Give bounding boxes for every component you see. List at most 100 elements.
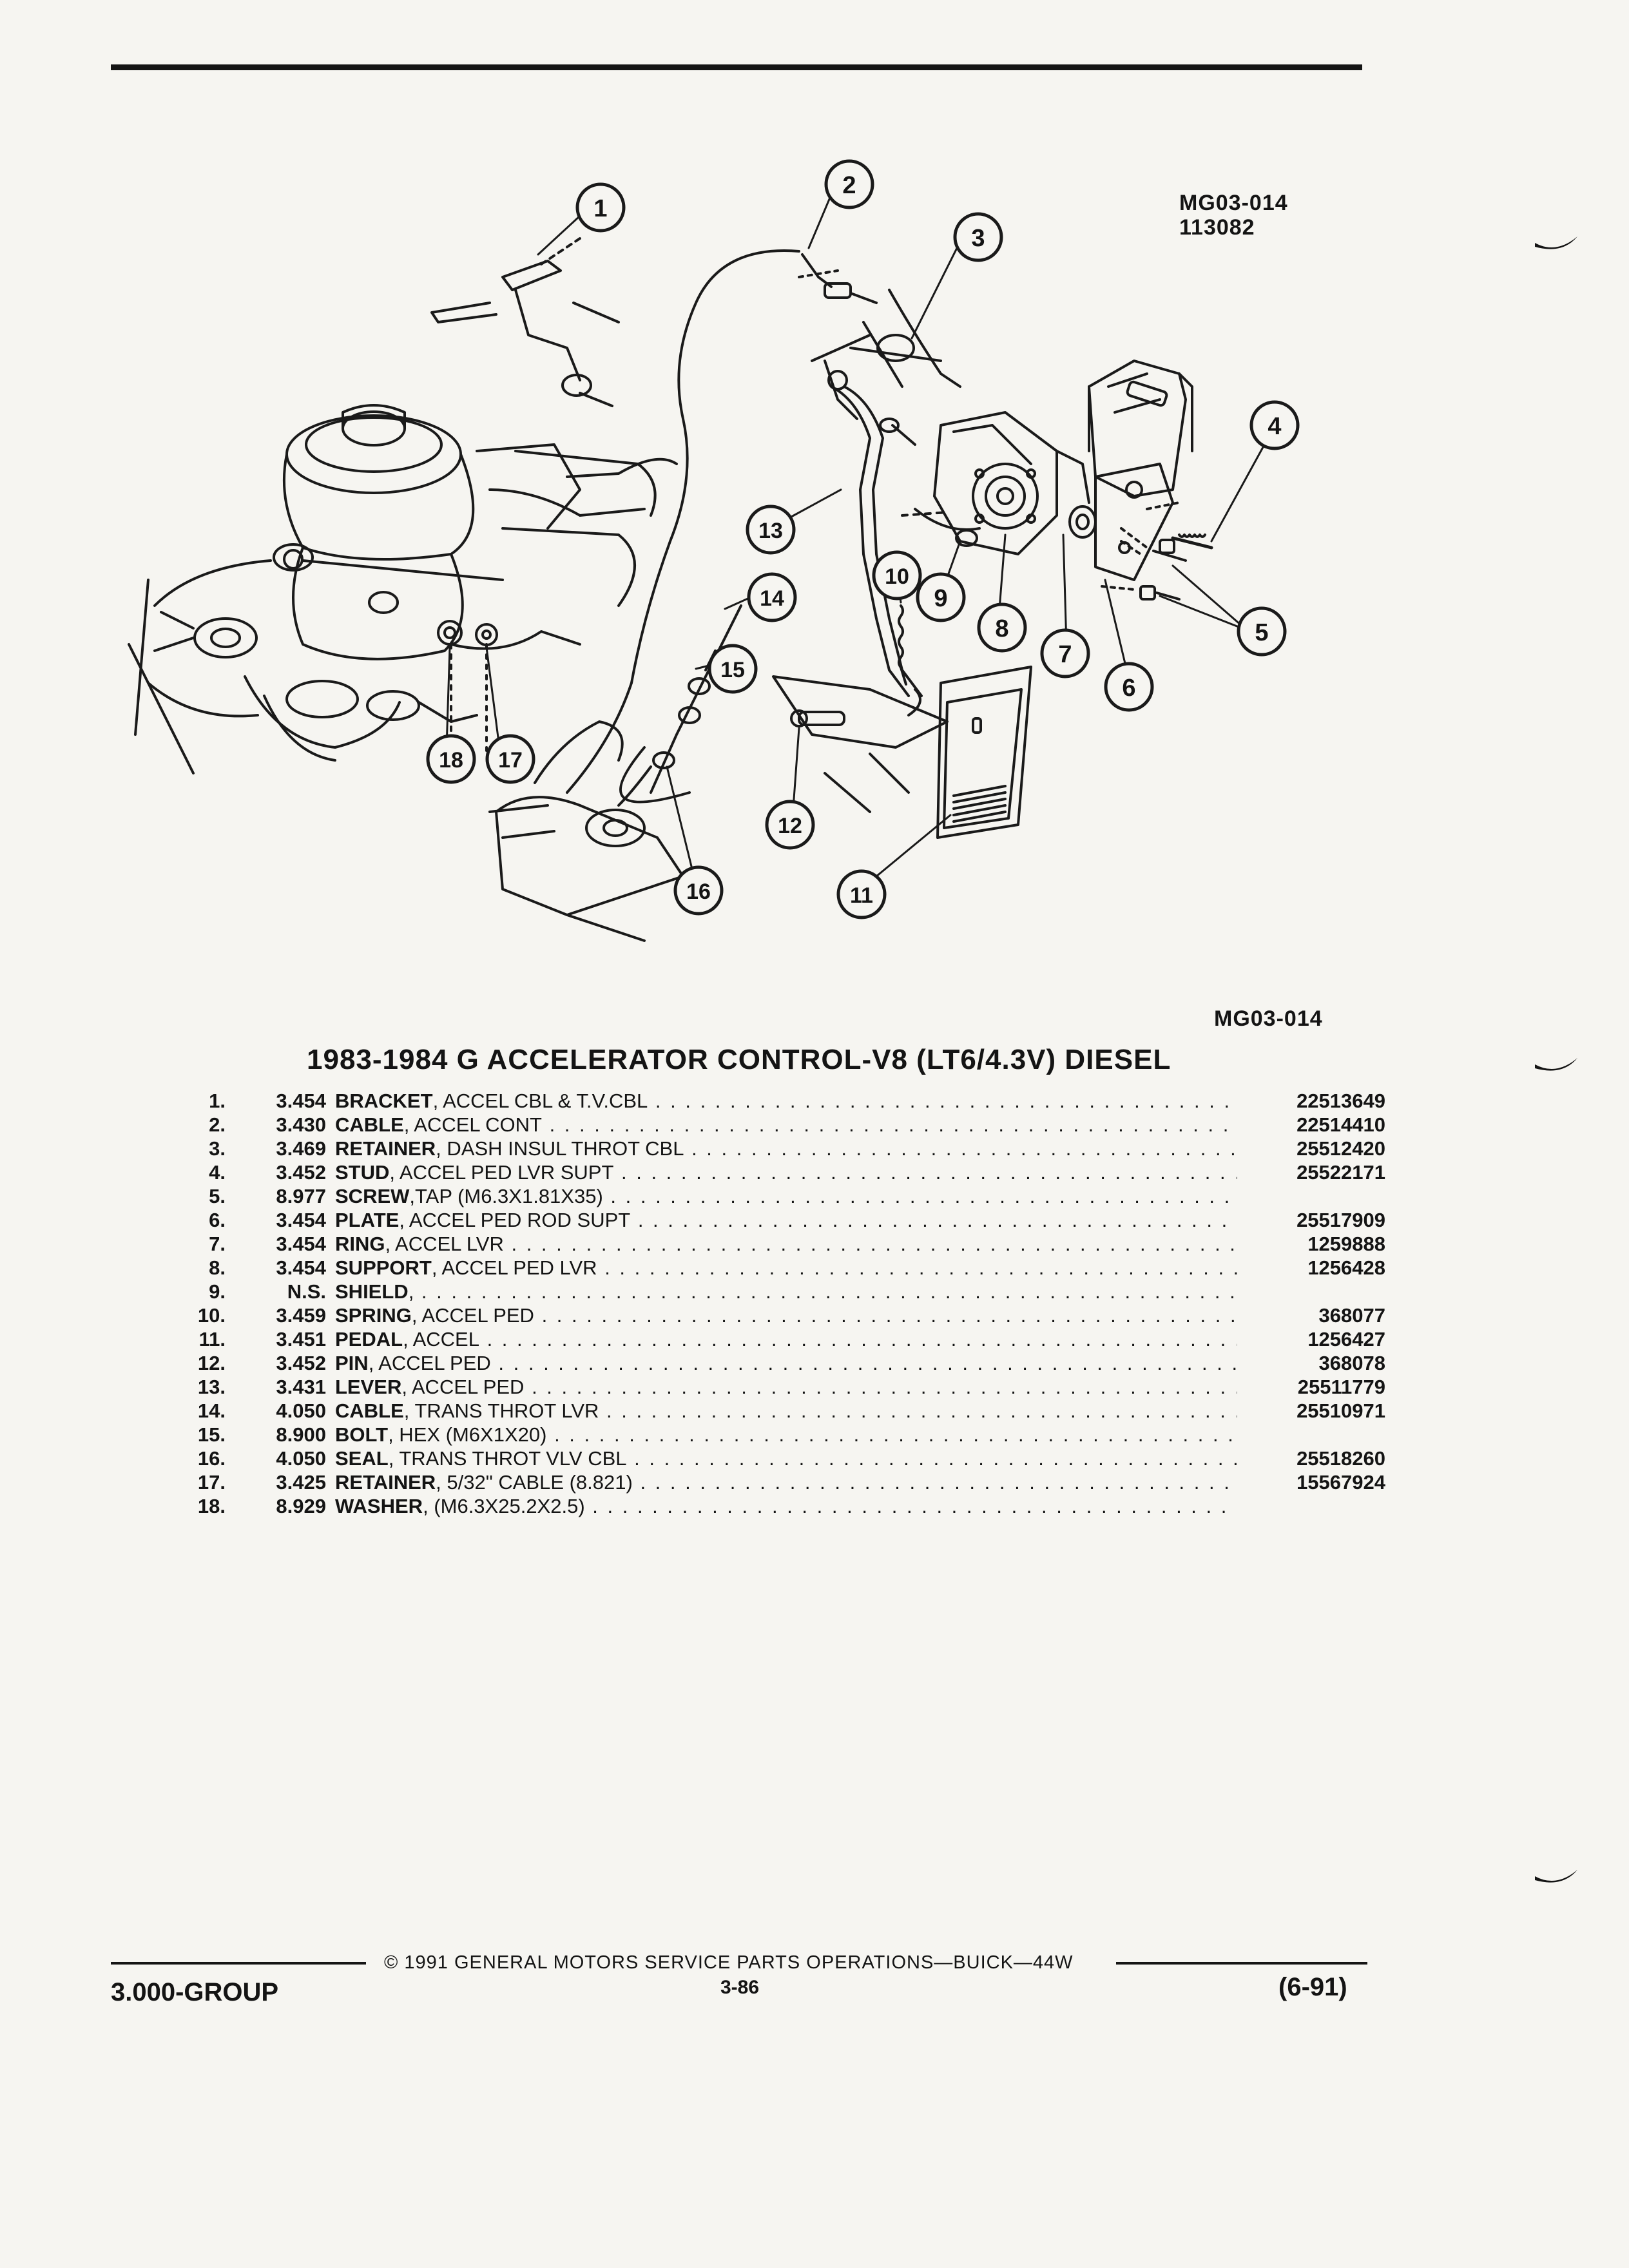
part-name: PIN: [335, 1352, 369, 1374]
callout-16: 16: [686, 879, 711, 904]
illustration-number: 113082: [1179, 215, 1255, 240]
part-number: 22514410: [1296, 1113, 1385, 1136]
part-description: SCREW,TAP (M6.3X1.81X35): [335, 1184, 1237, 1208]
part-number: 1256427: [1307, 1328, 1385, 1350]
part-index: 9.: [209, 1280, 226, 1303]
accel-pedal: [936, 666, 1032, 839]
trans-throttle-cable: [617, 604, 742, 807]
dash-retainer: [811, 289, 961, 388]
part-index: 2.: [209, 1113, 226, 1136]
part-row: 9.N.S.SHIELD,: [187, 1280, 1385, 1303]
callout-6: 6: [1122, 675, 1135, 702]
part-index: 12.: [197, 1352, 226, 1374]
margin-mark: [1535, 1058, 1577, 1071]
callout-4: 4: [1268, 413, 1281, 440]
part-group-number: 8.977: [276, 1185, 326, 1207]
callout-7: 7: [1058, 641, 1072, 668]
section-title: 1983-1984 G ACCELERATOR CONTROL-V8 (LT6/…: [307, 1044, 1171, 1075]
part-name: RETAINER: [335, 1137, 436, 1160]
part-number: 25517909: [1296, 1209, 1385, 1231]
part-row: 5. 8.977 SCREW,TAP (M6.3X1.81X35): [187, 1184, 1385, 1208]
part-index: 15.: [197, 1423, 226, 1446]
accel-cable-bracket: [430, 237, 620, 407]
part-name: SUPPORT: [335, 1256, 432, 1279]
part-index: 18.: [197, 1495, 226, 1517]
accel-lever: [824, 360, 923, 697]
callout-18: 18: [439, 748, 463, 773]
part-description: STUD, ACCEL PED LVR SUPT: [335, 1160, 1237, 1184]
throttle-linkage: [283, 549, 504, 752]
part-detail: ,: [408, 1280, 414, 1303]
screws: [1101, 527, 1213, 601]
part-number: 368078: [1318, 1352, 1385, 1374]
part-number: 25510971: [1296, 1399, 1385, 1422]
part-group-number: 3.430: [276, 1113, 326, 1136]
part-name: STUD: [335, 1161, 390, 1184]
part-name: PLATE: [335, 1209, 400, 1231]
accel-spring: [898, 604, 907, 686]
exploded-parts-diagram: 1 2 3 4 5 6 7 8 9 10 11 12 13 14 15 16 1…: [128, 159, 1300, 942]
callout-3: 3: [971, 225, 985, 252]
part-number: 368077: [1318, 1304, 1385, 1327]
part-description: LEVER, ACCEL PED: [335, 1375, 1237, 1399]
part-index: 3.: [209, 1137, 226, 1160]
part-index: 11.: [198, 1328, 226, 1350]
part-name: BOLT: [335, 1423, 389, 1446]
illustration-code: MG03-014: [1179, 191, 1288, 215]
part-index: 17.: [197, 1471, 226, 1494]
part-description: RING, ACCEL LVR: [335, 1232, 1237, 1256]
part-description: RETAINER, 5/32" CABLE (8.821): [335, 1470, 1237, 1494]
part-row: 2. 3.430 CABLE, ACCEL CONT 22514410: [187, 1113, 1385, 1137]
part-detail: , DASH INSUL THROT CBL: [436, 1137, 684, 1160]
part-detail: , ACCEL CONT: [403, 1113, 542, 1136]
part-group-number: 4.050: [276, 1447, 326, 1470]
part-name: SEAL: [335, 1447, 389, 1470]
part-detail: , ACCEL PED ROD SUPT: [399, 1209, 631, 1231]
part-name: CABLE: [335, 1113, 404, 1136]
part-name: PEDAL: [335, 1328, 403, 1350]
callout-9: 9: [934, 585, 947, 612]
lever-support: [901, 411, 1090, 555]
part-detail: , TRANS THROT LVR: [403, 1399, 599, 1422]
callout-1: 1: [593, 195, 607, 222]
part-group-number: 3.454: [276, 1256, 326, 1279]
part-detail: , HEX (M6X1X20): [388, 1423, 547, 1446]
part-description: SUPPORT, ACCEL PED LVR: [335, 1256, 1237, 1280]
part-index: 4.: [209, 1161, 226, 1184]
part-name: SCREW: [335, 1185, 410, 1207]
part-description: CABLE, ACCEL CONT: [335, 1113, 1237, 1137]
part-group-number: 3.451: [276, 1328, 326, 1350]
margin-mark: [1535, 236, 1577, 249]
part-index: 14.: [197, 1399, 226, 1422]
callout-circles: [426, 159, 1300, 919]
footer-rule-left: [111, 1962, 366, 1965]
part-description: CABLE, TRANS THROT LVR: [335, 1399, 1237, 1423]
part-index: 7.: [209, 1233, 226, 1255]
callout-10: 10: [885, 564, 909, 589]
part-index: 5.: [209, 1185, 226, 1207]
part-description: SEAL, TRANS THROT VLV CBL: [335, 1446, 1237, 1470]
part-group-number: 3.454: [276, 1209, 326, 1231]
part-detail: , ACCEL PED: [368, 1352, 491, 1374]
part-name: RETAINER: [335, 1471, 436, 1494]
part-group-number: 3.425: [276, 1471, 326, 1494]
part-description: PLATE, ACCEL PED ROD SUPT: [335, 1208, 1237, 1232]
footer-group: 3.000-GROUP: [111, 1978, 279, 2006]
callout-11: 11: [850, 883, 873, 908]
part-group-number: 8.929: [276, 1495, 326, 1517]
leader-lines: [445, 193, 1268, 886]
part-index: 8.: [209, 1256, 226, 1279]
callout-8: 8: [995, 615, 1008, 642]
part-detail: , ACCEL PED LVR SUPT: [389, 1161, 614, 1184]
part-number: 1259888: [1307, 1233, 1385, 1255]
illustration-code-below: MG03-014: [1214, 1006, 1323, 1031]
